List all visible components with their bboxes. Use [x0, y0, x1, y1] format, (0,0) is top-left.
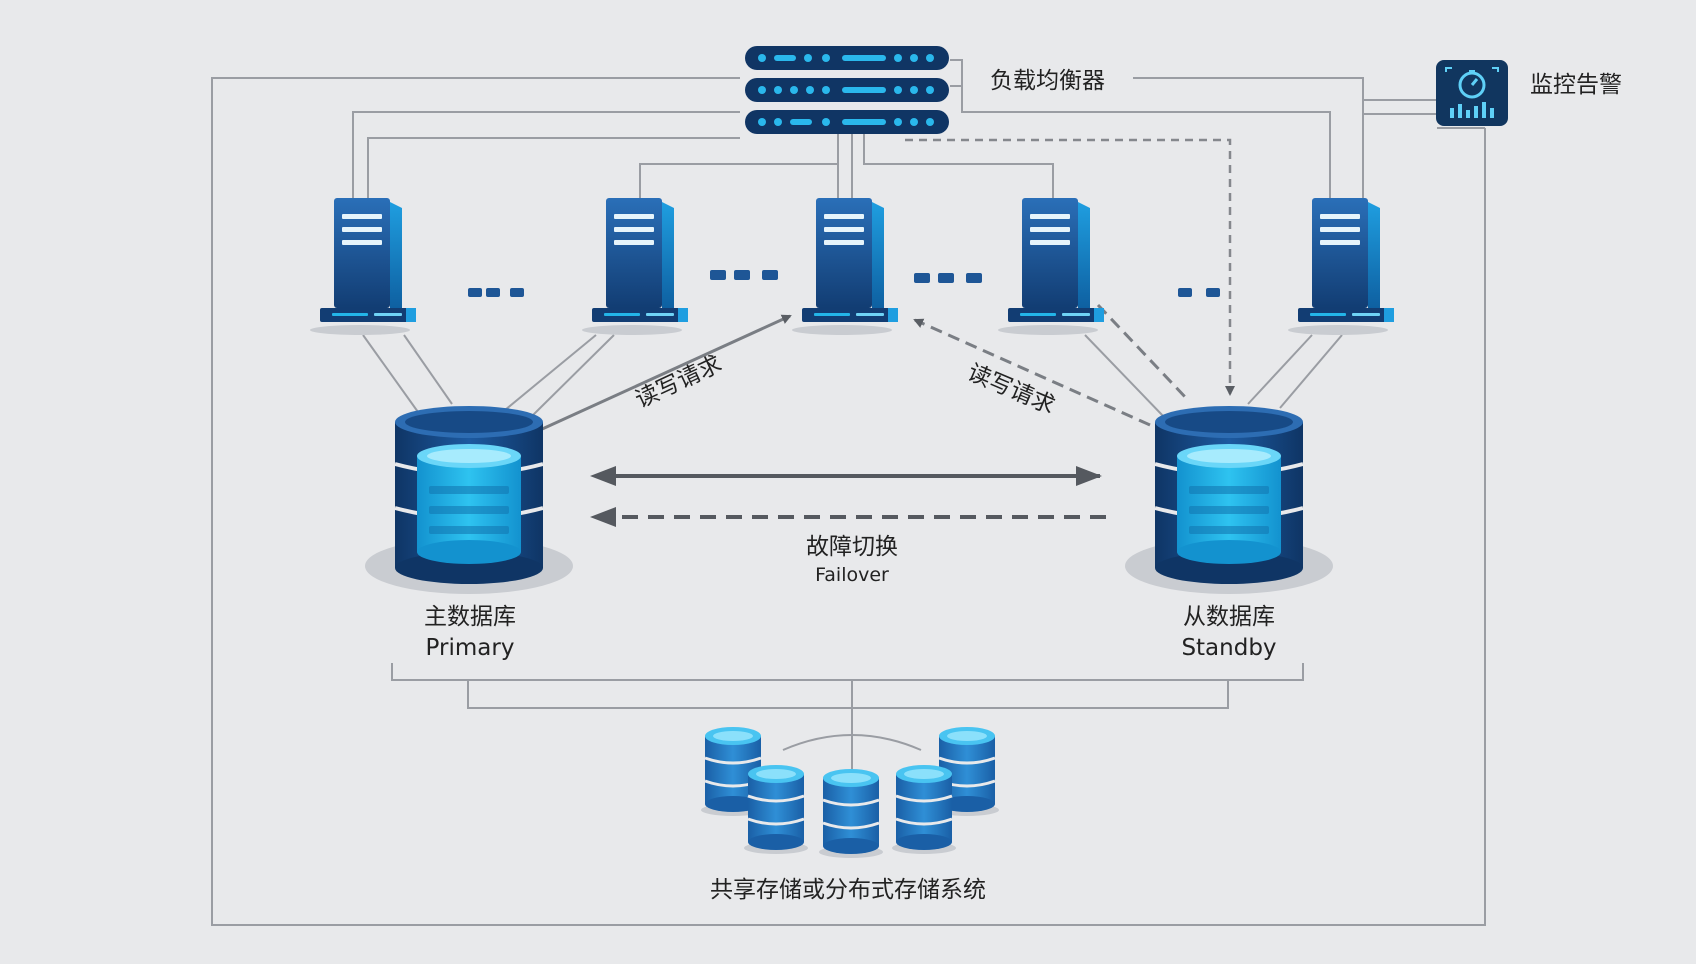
failover-label-cn: 故障切换 [806, 534, 898, 560]
load-balancer-label: 负载均衡器 [990, 68, 1105, 94]
app-server-2 [582, 198, 688, 335]
monitor-alarm-icon [1436, 60, 1508, 126]
load-balancer-icon [745, 46, 949, 134]
standby-db-label-en: Standby [1181, 635, 1276, 661]
monitor-label: 监控告警 [1530, 72, 1622, 98]
app-server-5 [1288, 198, 1394, 335]
failover-arrow-left-head [590, 466, 616, 486]
standby-db-label-cn: 从数据库 [1183, 604, 1275, 630]
monitor-dashed-line [905, 138, 1235, 396]
server4-standby-dashed [1096, 303, 1190, 402]
failover-dashed-arrow-head [590, 507, 616, 527]
read-write-label-right: 读写请求 [964, 360, 1059, 420]
primary-db-label-cn: 主数据库 [424, 604, 516, 630]
read-write-arrow-right [913, 318, 1151, 427]
storage-label: 共享存储或分布式存储系统 [710, 877, 986, 903]
storage-cluster-icon [699, 725, 1001, 860]
connector-lines [211, 59, 1486, 926]
app-server-1 [310, 198, 416, 335]
app-server-3 [792, 198, 898, 335]
read-write-label-left: 读写请求 [632, 351, 726, 413]
failover-label-en: Failover [815, 564, 889, 586]
standby-database-icon [1125, 406, 1333, 594]
app-server-4 [998, 198, 1104, 335]
read-write-arrow-left [539, 314, 792, 432]
ellipsis-dots [468, 270, 1220, 297]
primary-db-label-en: Primary [426, 635, 515, 661]
primary-database-icon [365, 406, 573, 594]
